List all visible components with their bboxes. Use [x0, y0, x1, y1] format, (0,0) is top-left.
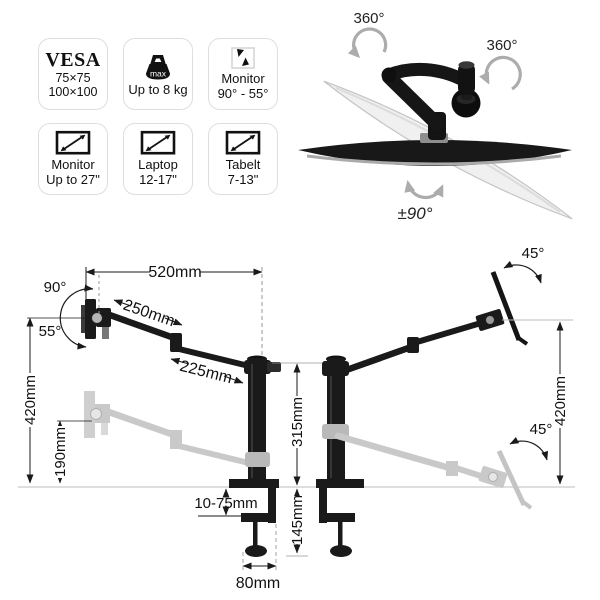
monitor-top-view	[298, 140, 572, 166]
min-height-label: 190mm	[52, 427, 69, 477]
spec-card-max-weight: max Up to 8 kg	[123, 38, 193, 110]
left-arm-black	[81, 299, 281, 557]
monitor-size-line2: Up to 27"	[46, 172, 100, 187]
spec-card-monitor-tilt: Monitor 90° - 55°	[208, 38, 278, 110]
lower-link	[382, 70, 444, 131]
clamp-foot	[245, 545, 267, 557]
spec-card-laptop-size: Laptop 12-17"	[123, 123, 193, 195]
monitor-size-line1: Monitor	[51, 157, 95, 173]
screen-diagonal-icon	[140, 131, 176, 155]
tilt-up-label: 90°	[44, 279, 67, 296]
vesa-ball-joint	[91, 312, 103, 324]
tilt-lower-label: 45°	[530, 421, 553, 438]
vesa-pattern-2: 100×100	[48, 85, 98, 100]
screen-rotation-label: ±90°	[397, 204, 432, 223]
tablet-plate	[490, 271, 522, 341]
weight-max-label: max	[150, 69, 167, 79]
laptop-size-line2: 12-17"	[139, 172, 177, 187]
max-height-label: 420mm	[22, 375, 39, 425]
reach-dim-label: 520mm	[148, 264, 201, 281]
vesa-wordmark: VESA	[45, 48, 101, 71]
vesa-pattern-1: 75×75	[55, 71, 91, 86]
height-range-label: 420mm	[552, 376, 569, 426]
side-view-left: 520mm 250mm 225mm 90° 55° 420mm 190mm 10…	[22, 263, 281, 592]
tablet-size-line1: Tabelt	[225, 157, 261, 173]
rotate-arrow-bottom	[404, 180, 444, 200]
clamp-height-label: 145mm	[289, 495, 306, 545]
label-bg	[150, 263, 200, 280]
clamp-top-plate	[316, 479, 364, 488]
clamp-width-label: 80mm	[236, 575, 280, 592]
desk-thickness-label: 10-75mm	[194, 495, 257, 512]
swivel-angle-top-label: 360°	[353, 10, 384, 27]
right-arm-ghost	[322, 424, 533, 510]
right-arm-black	[316, 271, 529, 557]
screen-diagonal-icon	[225, 131, 261, 155]
spec-card-vesa: VESA 75×75 100×100	[38, 38, 108, 110]
side-view-right: 45° 45° 420mm	[316, 245, 573, 557]
monitor-tilt-line1: Monitor	[221, 71, 265, 87]
max-weight-label: Up to 8 kg	[128, 82, 188, 98]
swivel-arrow-right	[479, 55, 522, 91]
spec-card-grid: VESA 75×75 100×100 max Up to 8 kg Monito…	[38, 38, 278, 195]
clamp-top-plate	[229, 479, 279, 488]
spec-card-monitor-size: Monitor Up to 27"	[38, 123, 108, 195]
lower-arm	[176, 346, 256, 370]
arm-top-view	[381, 61, 481, 143]
monitor-tilt-line2: 90° - 55°	[217, 86, 269, 101]
elbow-joint	[381, 67, 397, 83]
clamp-screw	[338, 522, 343, 547]
laptop-size-line1: Laptop	[138, 157, 178, 173]
pole-height-label: 315mm	[289, 397, 306, 447]
tablet-size-line2: 7-13"	[227, 172, 259, 187]
swivel-arrow-top	[347, 27, 388, 59]
tilt-upper-label: 45°	[522, 245, 545, 262]
clamp-foot	[330, 545, 352, 557]
tilt-down-label: 55°	[39, 323, 62, 340]
clamp-screw	[253, 522, 258, 547]
spec-card-tablet-size: Tabelt 7-13"	[208, 123, 278, 195]
weight-icon: max	[146, 55, 170, 80]
pole	[327, 358, 345, 482]
upper-arm	[103, 310, 181, 343]
monitor-tilt-icon	[231, 47, 255, 70]
left-arm-ghost	[84, 391, 270, 467]
center-dimensions: 315mm 145mm	[272, 362, 322, 557]
tilt-range-arc	[59, 284, 94, 350]
screen-diagonal-icon	[55, 131, 91, 155]
top-view-illustration: 360° 360° ±90°	[298, 10, 573, 223]
pole-top-cylinder	[458, 63, 475, 95]
pole-cap	[458, 61, 475, 69]
swivel-angle-right-label: 360°	[486, 37, 517, 54]
